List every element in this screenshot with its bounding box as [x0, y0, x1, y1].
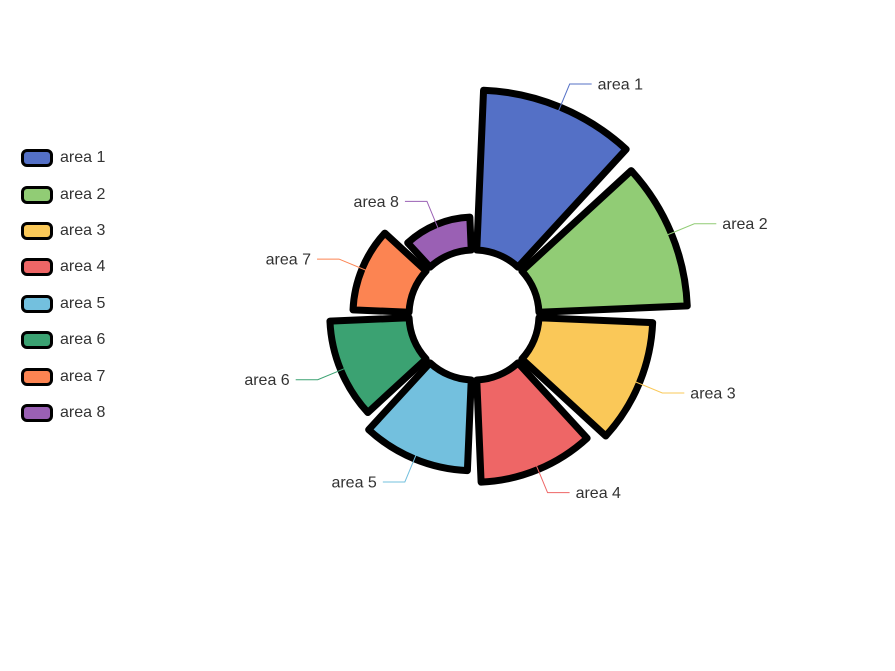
chart-slices [326, 86, 691, 486]
label-leader-line [533, 460, 570, 494]
legend-item[interactable]: area 1 [21, 140, 105, 176]
slice-label: area 8 [354, 194, 399, 211]
slice-labels: area 1 area 2 area 3 area 4 area 5 area 6 area… [244, 77, 767, 503]
legend-item[interactable]: area 8 [21, 395, 105, 431]
legend-swatch [21, 185, 53, 204]
legend-swatch [21, 221, 53, 240]
rose-slice[interactable] [473, 86, 630, 271]
label-leader-line [382, 449, 419, 483]
rose-slice[interactable] [473, 359, 591, 486]
rose-slice[interactable] [365, 359, 475, 475]
label-leader-lines [295, 83, 717, 494]
label-leader-line [629, 379, 685, 394]
legend-label: area 4 [60, 258, 106, 276]
legend-swatch [21, 367, 53, 386]
legend-swatch [21, 331, 53, 350]
legend-label: area 5 [60, 294, 106, 312]
legend-label: area 7 [60, 367, 106, 385]
label-leader-line [317, 258, 372, 273]
legend-swatch [21, 149, 53, 168]
legend-item[interactable]: area 6 [21, 322, 105, 358]
legend-label: area 8 [60, 403, 106, 421]
legend-swatch [21, 258, 53, 277]
slice-label: area 6 [244, 372, 289, 389]
legend-label: area 6 [60, 331, 106, 349]
chart-legend: area 1 area 2 area 3 area 4 area 5 area 6 area… [21, 140, 105, 431]
rose-slice[interactable] [518, 167, 691, 316]
legend-swatch [21, 403, 53, 422]
slice-label: area 1 [598, 77, 643, 94]
label-leader-line [555, 83, 592, 117]
legend-swatch [21, 294, 53, 313]
rose-slice[interactable] [518, 314, 657, 440]
slice-label: area 3 [690, 385, 735, 402]
slice-label: area 5 [331, 474, 376, 491]
rose-slice[interactable] [349, 229, 430, 316]
label-leader-line [295, 365, 351, 381]
legend-item[interactable]: area 7 [21, 358, 105, 394]
label-leader-line [661, 223, 717, 238]
legend-item[interactable]: area 4 [21, 249, 105, 285]
legend-label: area 2 [60, 185, 106, 203]
slice-label: area 4 [576, 485, 621, 502]
slice-label: area 7 [266, 252, 311, 269]
label-leader-line [404, 200, 441, 234]
rose-slice[interactable] [326, 314, 430, 417]
legend-label: area 3 [60, 221, 106, 239]
slice-label: area 2 [722, 216, 767, 233]
legend-label: area 1 [60, 149, 106, 167]
rose-slice[interactable] [404, 213, 475, 271]
legend-item[interactable]: area 5 [21, 286, 105, 322]
legend-item[interactable]: area 3 [21, 213, 105, 249]
legend-item[interactable]: area 2 [21, 176, 105, 212]
